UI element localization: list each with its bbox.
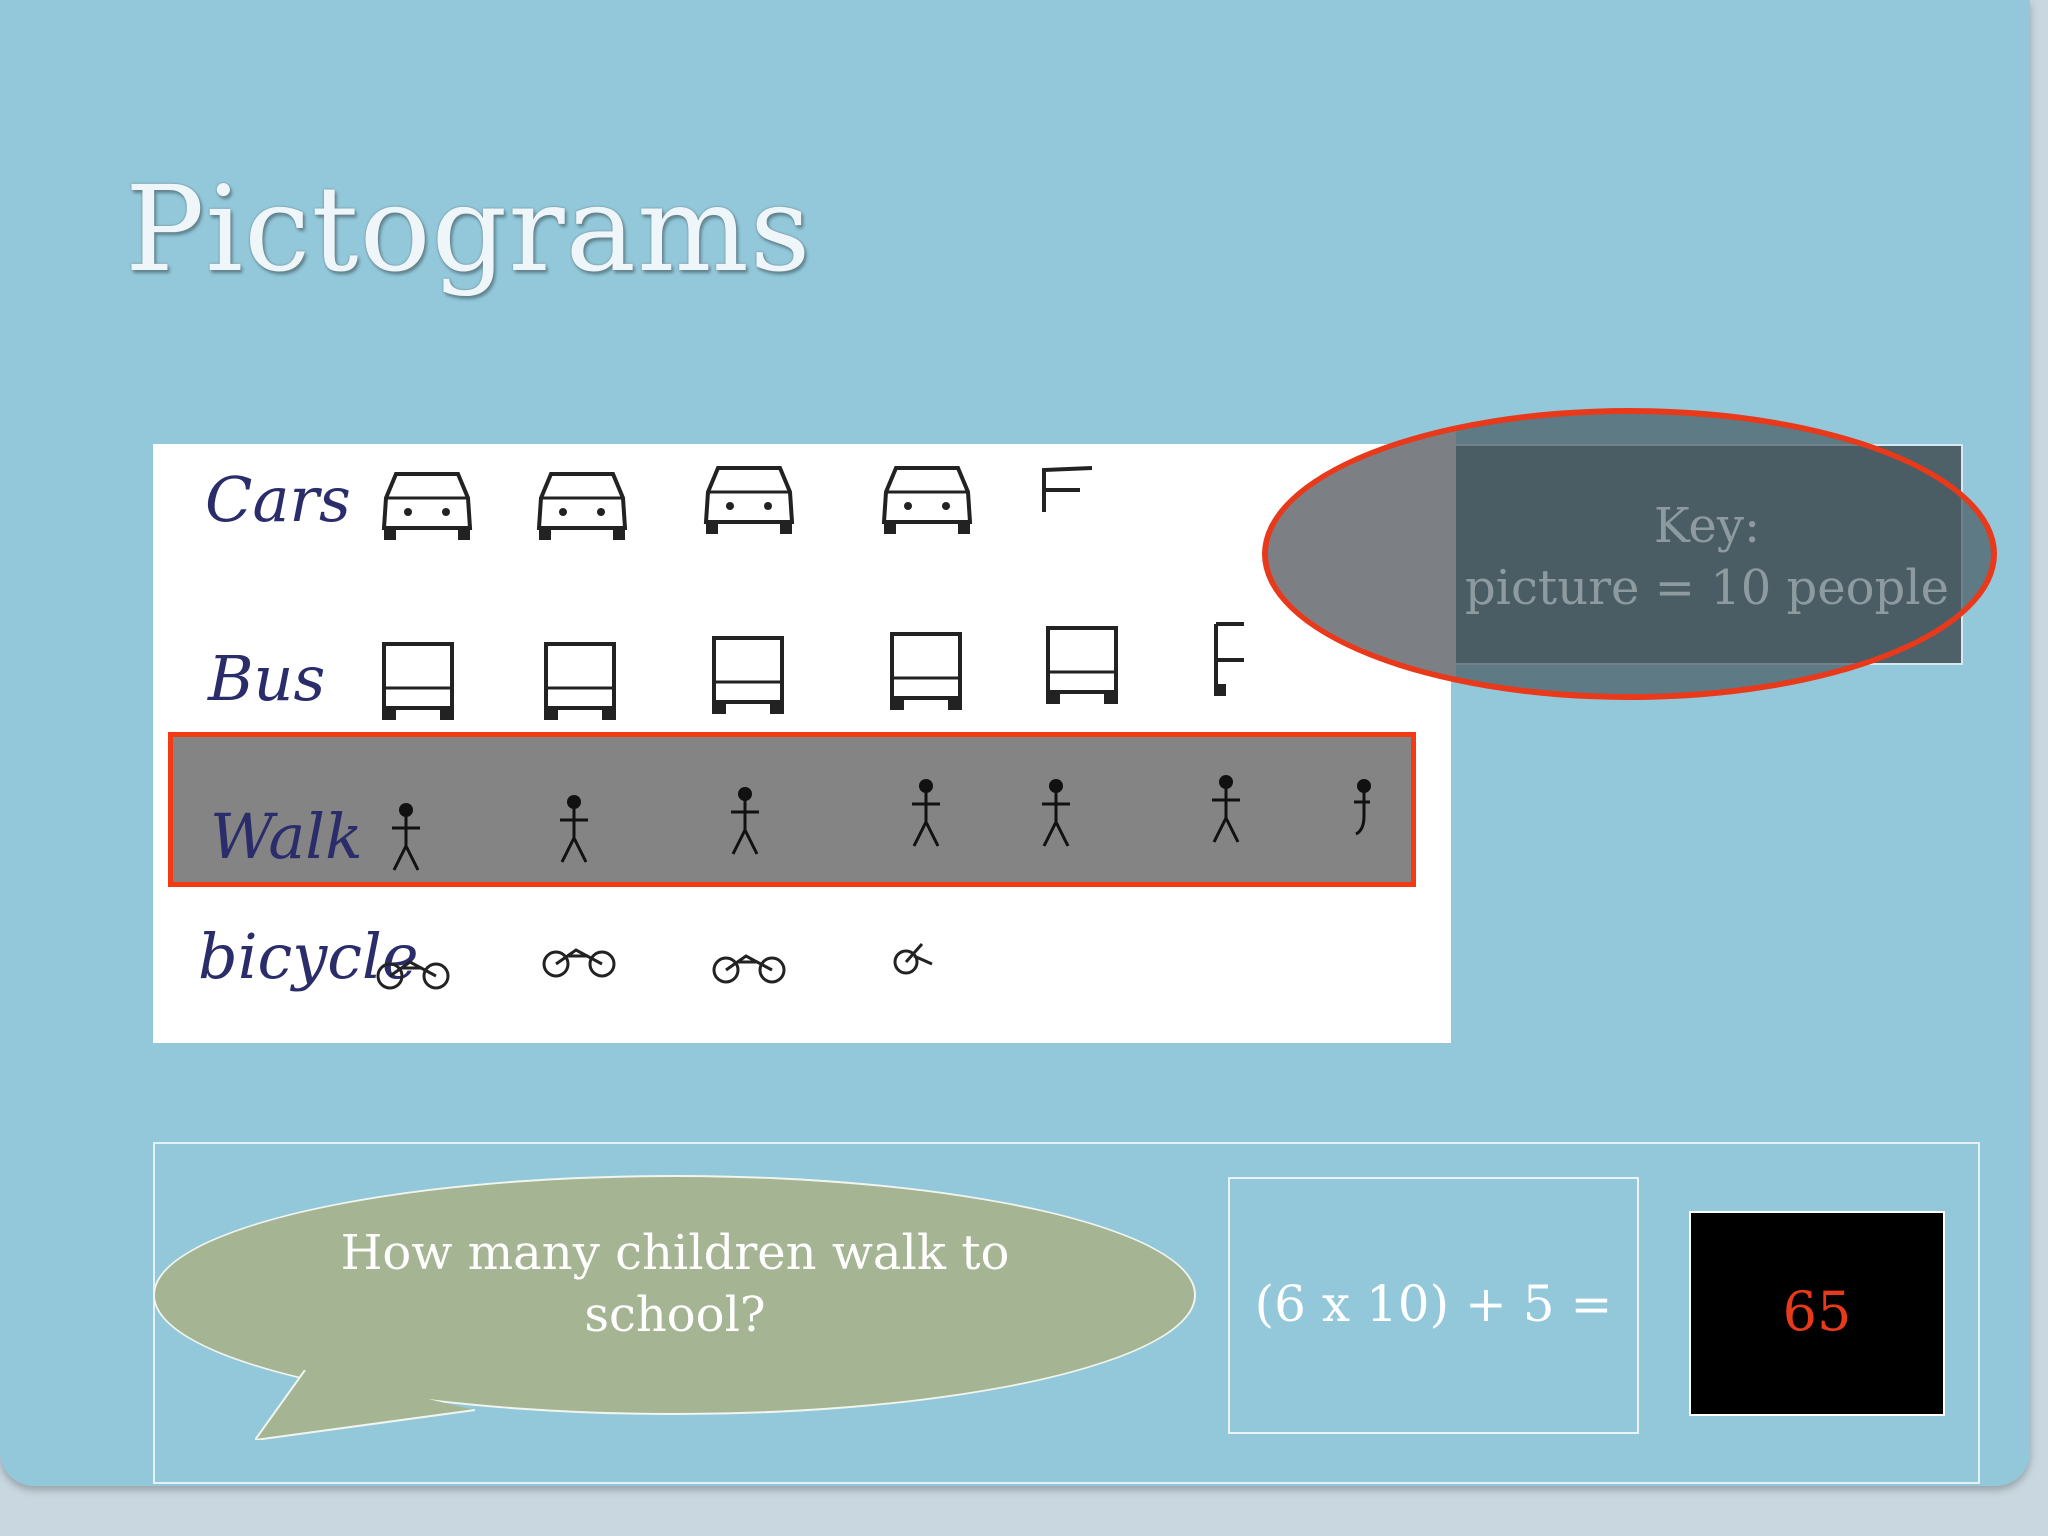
bus-icon — [378, 640, 458, 724]
answer-text: 65 — [1782, 1280, 1852, 1343]
calculation-text: (6 x 10) + 5 = — [1254, 1275, 1613, 1333]
answer-box[interactable] — [1689, 1211, 1945, 1416]
bicycle-icon — [372, 950, 456, 992]
stick-figure-icon — [1038, 776, 1074, 850]
key-label: Key: — [1653, 498, 1761, 554]
walk-row-highlight — [168, 732, 1416, 887]
car-icon — [378, 468, 476, 544]
bus-icon — [540, 640, 620, 724]
stick-figure-icon — [388, 800, 424, 874]
bus-icon — [886, 630, 966, 714]
bicycle-icon — [538, 938, 622, 980]
bicycle-partial-icon — [892, 938, 936, 978]
bus-partial-icon — [1210, 620, 1250, 700]
car-partial-icon — [1040, 462, 1100, 518]
car-icon — [700, 462, 798, 538]
calculation-box — [1228, 1177, 1639, 1434]
bus-icon — [1042, 624, 1122, 708]
bus-icon — [708, 634, 788, 718]
speech-bubble-tail — [255, 1370, 476, 1440]
car-icon — [533, 468, 631, 544]
stick-figure-partial-icon — [1350, 776, 1376, 840]
key-value: picture = 10 people — [1464, 560, 1950, 616]
question-panel — [153, 1142, 1980, 1484]
question-text: How many children walk to school? — [340, 1225, 1010, 1343]
car-icon — [878, 462, 976, 538]
slide-title: Pictograms — [125, 160, 812, 298]
stick-figure-icon — [1208, 772, 1244, 846]
bicycle-icon — [708, 944, 792, 986]
key-highlight-ellipse — [1262, 408, 1997, 700]
stick-figure-icon — [727, 784, 763, 858]
row-label-bicycle: bicycle — [198, 920, 419, 993]
row-label-bus: Bus — [208, 642, 326, 715]
row-label-cars: Cars — [205, 463, 351, 536]
stick-figure-icon — [908, 776, 944, 850]
key-text: Key: picture = 10 people — [1452, 495, 1962, 619]
speech-bubble — [153, 1175, 1196, 1415]
stick-figure-icon — [556, 792, 592, 866]
row-label-walk: Walk — [210, 800, 363, 873]
